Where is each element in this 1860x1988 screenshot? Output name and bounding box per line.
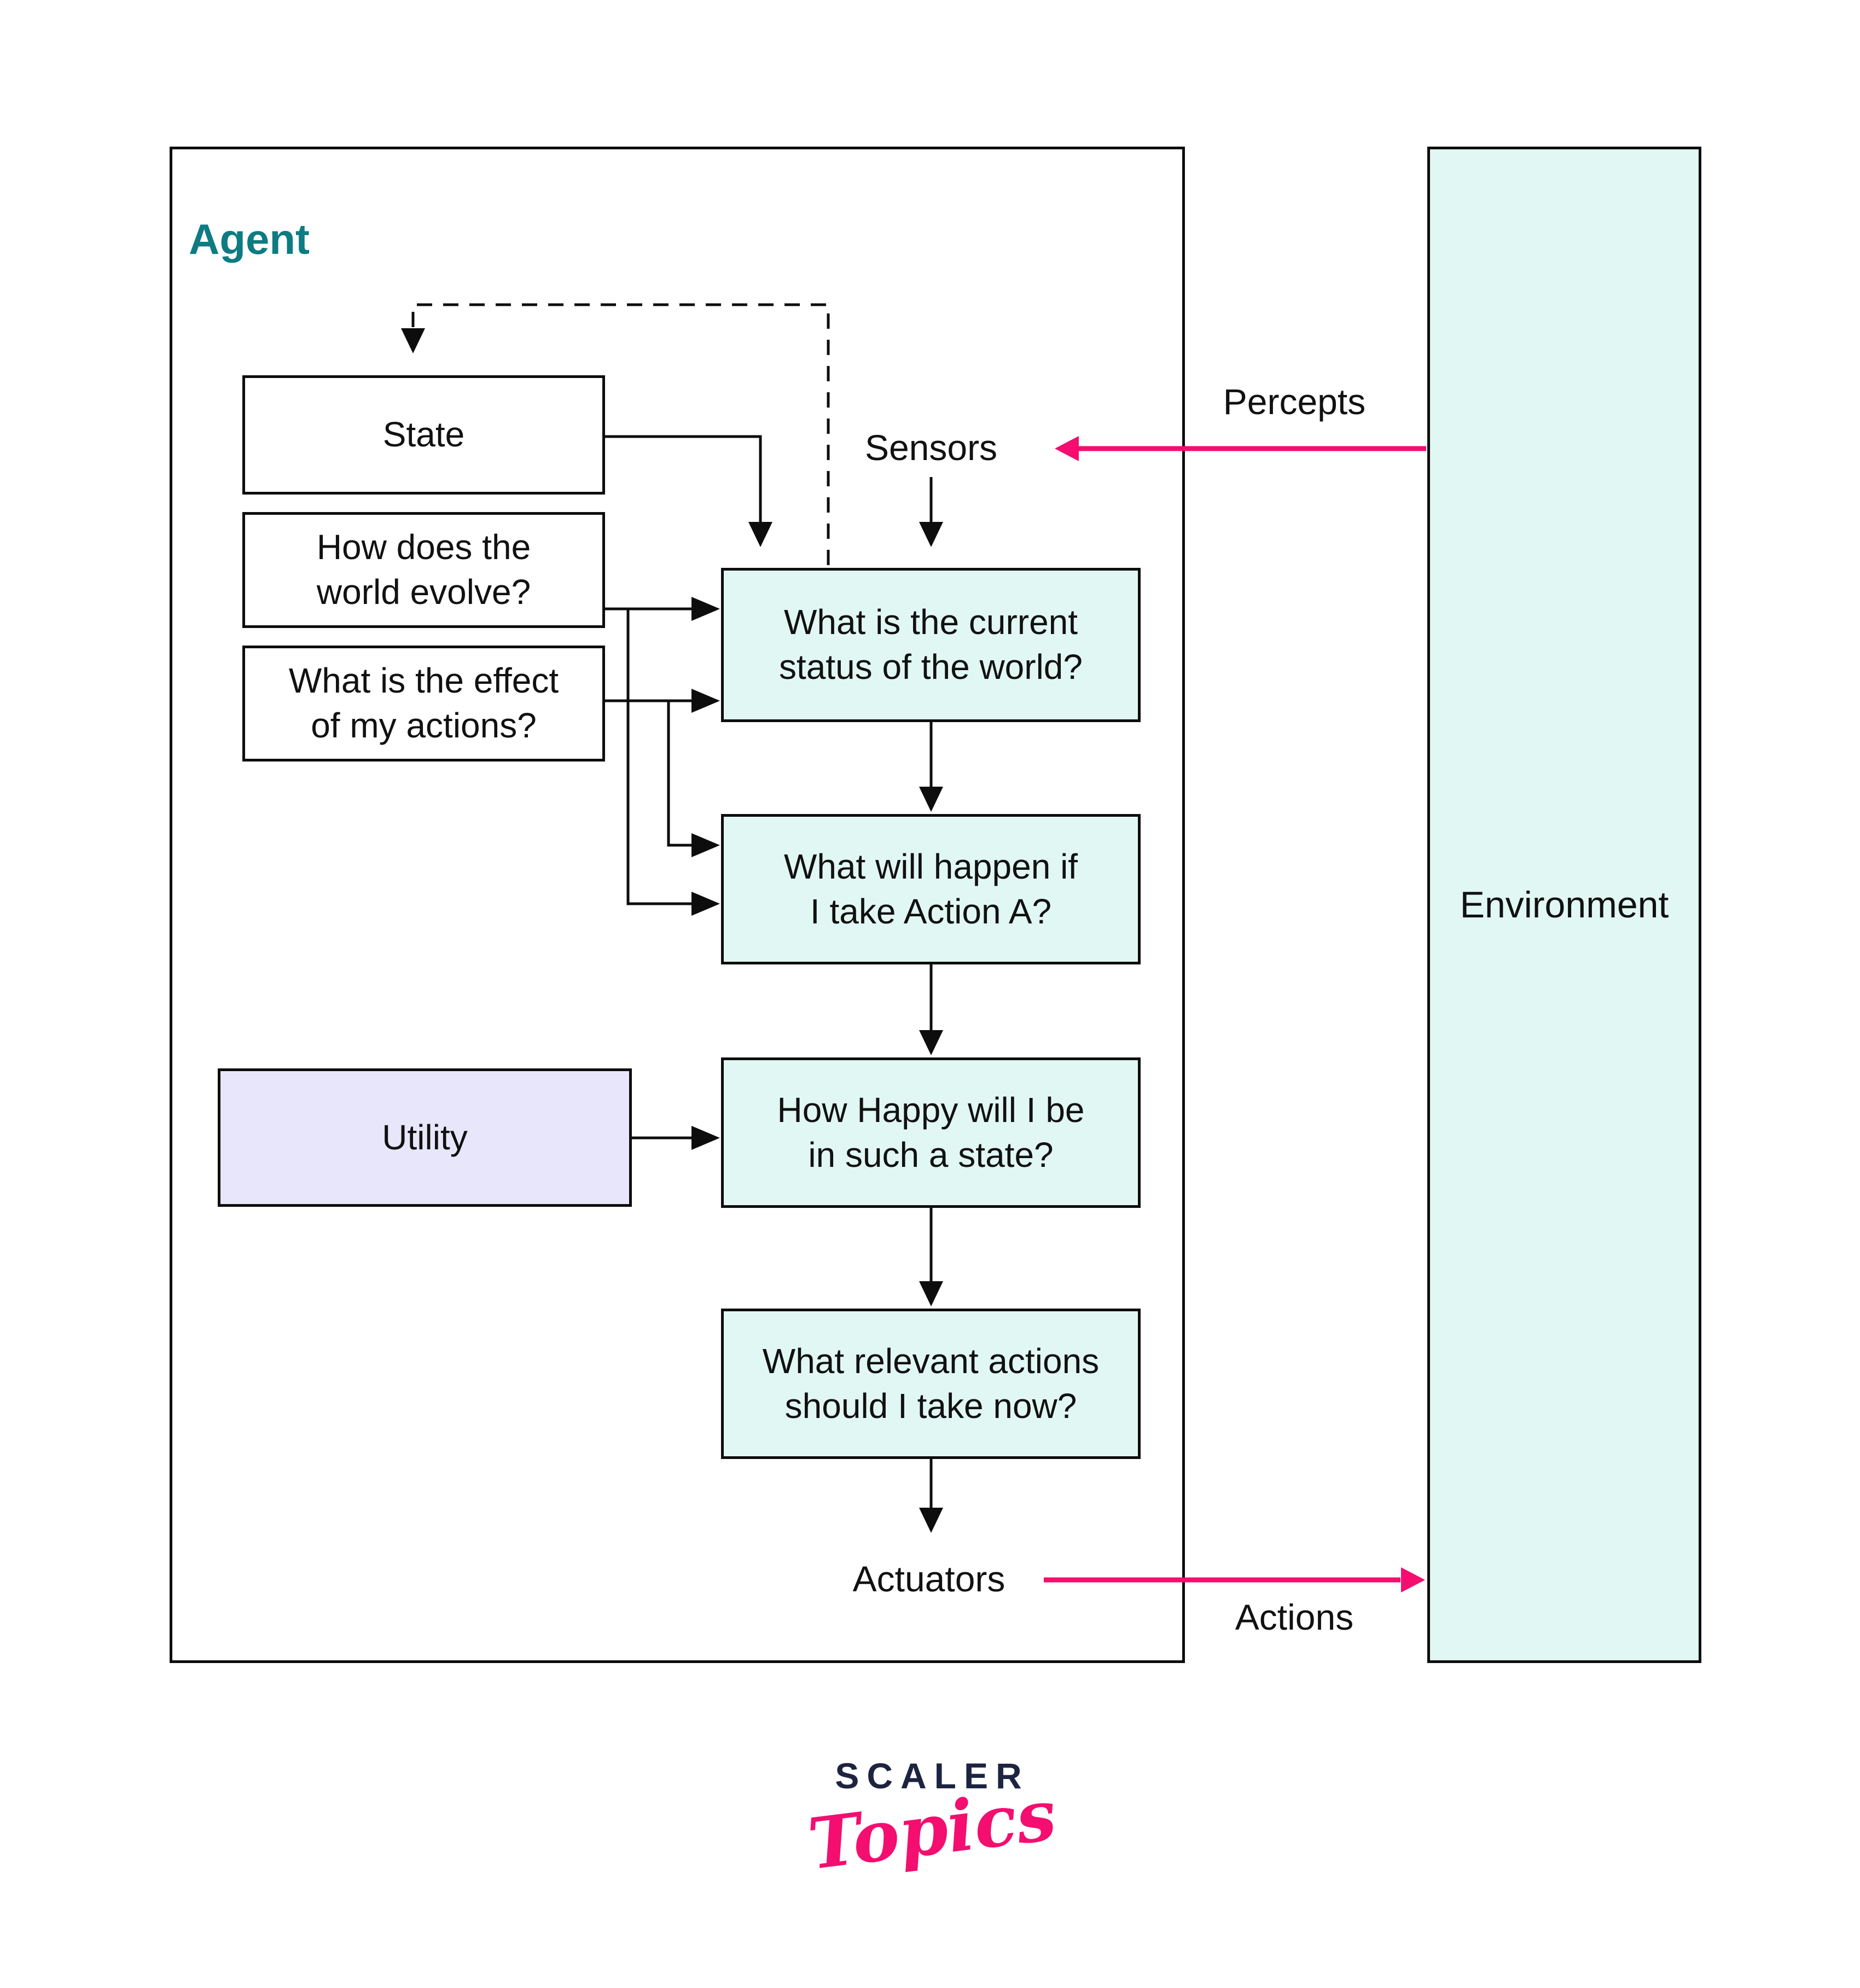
relevant-to-actuators-arrowhead (919, 1508, 943, 1533)
evolve-to-actiona-arrowhead (691, 892, 720, 916)
world-evolve-box: How does the world evolve? (242, 512, 605, 628)
evolve-to-actiona-line (626, 609, 694, 905)
percepts-label: Percepts (1223, 381, 1366, 422)
state-to-status-line (603, 435, 762, 523)
action-a-box: What will happen if I take Action A? (721, 814, 1141, 964)
happiness-box-label: How Happy will I be in such a state? (777, 1090, 1085, 1175)
dashed-feedback-line (411, 303, 830, 567)
scaler-topics-logo: SCALER Topics (768, 1755, 1096, 1886)
agent-label: Agent (189, 215, 310, 263)
relevant-actions-box: What relevant actions should I take now? (721, 1309, 1141, 1459)
environment-box: Environment (1427, 147, 1701, 1663)
utility-box: Utility (218, 1068, 632, 1207)
state-to-status-arrowhead (748, 522, 772, 547)
sensors-label: Sensors (864, 427, 998, 468)
effect-to-actiona-arrowhead (691, 833, 720, 857)
effect-to-actiona-line (667, 701, 694, 847)
relevant-actions-box-label: What relevant actions should I take now? (762, 1341, 1100, 1426)
agent-container-box (170, 147, 1185, 1663)
environment-label: Environment (1460, 884, 1669, 926)
state-box-label: State (382, 415, 465, 455)
dashed-feedback-arrowhead (401, 328, 425, 353)
scaler-logo-text: SCALER (835, 1756, 1030, 1796)
action-effect-box: What is the effect of my actions? (242, 646, 605, 762)
current-status-box: What is the current status of the world? (721, 568, 1141, 722)
world-evolve-box-label: How does the world evolve? (316, 527, 531, 612)
happiness-box: How Happy will I be in such a state? (721, 1057, 1141, 1208)
evolve-to-status-arrowhead (691, 597, 720, 621)
action-a-box-label: What will happen if I take Action A? (783, 846, 1078, 931)
status-to-actiona-arrowhead (919, 787, 943, 812)
state-box: State (242, 375, 605, 495)
actions-arrowhead (1401, 1567, 1425, 1592)
current-status-box-label: What is the current status of the world? (779, 602, 1083, 687)
sensors-to-status-arrowhead (919, 522, 943, 547)
actuators-label: Actuators (852, 1559, 1005, 1599)
percepts-arrowhead (1055, 436, 1079, 461)
happiness-to-relevant-arrowhead (919, 1281, 943, 1306)
effect-to-status-arrowhead (691, 689, 720, 713)
actions-label: Actions (1235, 1597, 1354, 1637)
utility-to-happiness-arrowhead (691, 1126, 720, 1150)
actiona-to-happiness-arrowhead (919, 1030, 943, 1055)
utility-box-label: Utility (382, 1117, 468, 1157)
action-effect-box-label: What is the effect of my actions? (288, 661, 559, 745)
